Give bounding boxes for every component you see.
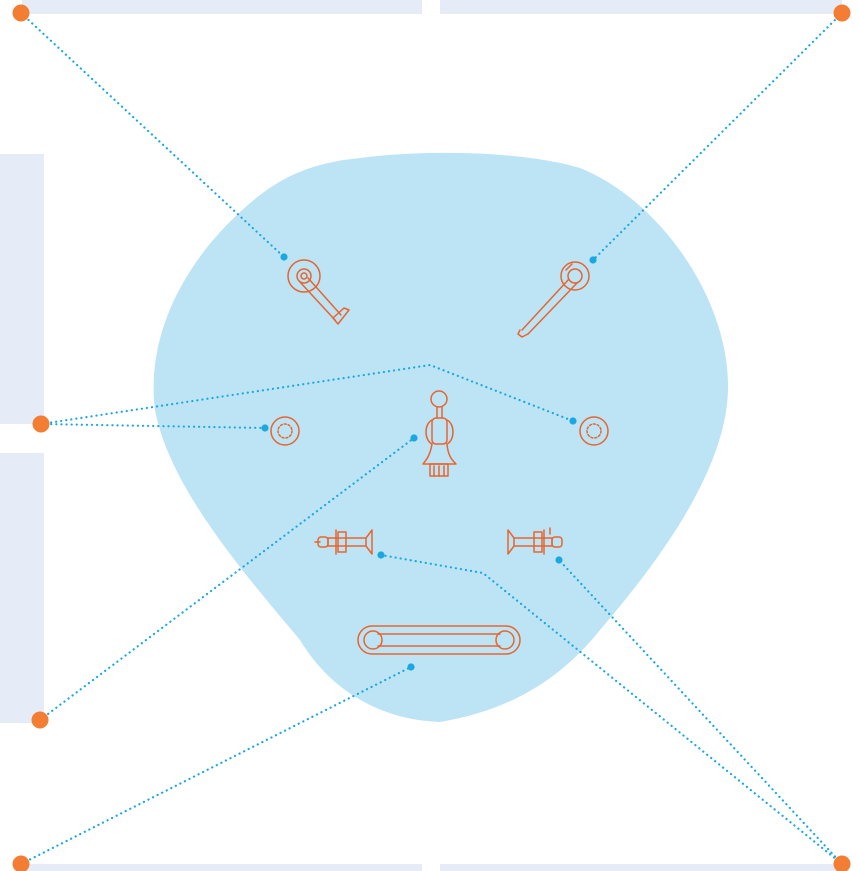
anchor-dot	[410, 434, 418, 442]
callout-dot-bottom-left	[12, 855, 30, 871]
anchor-dot	[589, 256, 597, 264]
leader-line	[19, 665, 413, 866]
grab-bar-part	[357, 625, 521, 655]
lever-handle-right-part	[517, 261, 590, 338]
leader-line	[38, 436, 416, 722]
anchor-dot	[261, 424, 269, 432]
valve-stem-right-part	[507, 527, 563, 555]
lever-handle-left-part	[287, 259, 350, 325]
spout-fitting-part	[422, 390, 457, 477]
anchor-dot	[407, 663, 415, 671]
anchor-dot	[280, 253, 288, 261]
label-panel-bottom-right	[440, 864, 842, 871]
background-blob	[153, 152, 729, 722]
anchor-dots	[261, 253, 597, 671]
label-panel-top-right	[440, 0, 842, 14]
callout-dot-top-left	[12, 4, 30, 22]
leader-line	[19, 11, 286, 259]
leader-line	[557, 558, 844, 866]
anchor-dot	[555, 556, 563, 564]
label-panel-left-upper	[0, 154, 44, 424]
callout-dot-left-upper	[32, 415, 50, 433]
escutcheon-right-part	[579, 416, 609, 446]
leader-lines	[19, 11, 844, 866]
callout-dot-bottom-right	[833, 855, 851, 871]
anchor-dot	[569, 417, 577, 425]
callout-dot-left-lower	[31, 711, 49, 729]
leader-line	[39, 363, 575, 426]
valve-stem-left-part	[314, 529, 373, 555]
label-panel-bottom-left	[22, 864, 422, 871]
leader-line	[39, 422, 267, 430]
leader-line	[379, 553, 844, 866]
callout-dots	[12, 4, 851, 871]
label-panel-top-left	[22, 0, 422, 14]
anchor-dot	[377, 551, 385, 559]
callout-dot-top-right	[833, 4, 851, 22]
label-panel-left-lower	[0, 453, 44, 723]
escutcheon-left-part	[270, 416, 300, 446]
